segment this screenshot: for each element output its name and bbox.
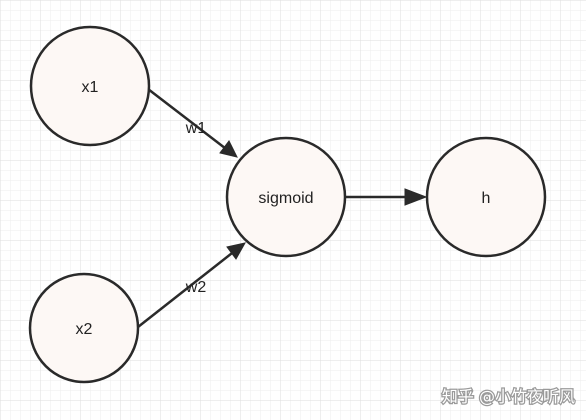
edge-x1-sigmoid xyxy=(147,88,235,156)
node-x2: x2 xyxy=(28,272,140,384)
arrowhead-x1-sigmoid xyxy=(219,140,238,158)
watermark: 知乎 @小竹夜听风 xyxy=(442,387,575,406)
node-label-x2: x2 xyxy=(76,321,93,338)
edge-label-w2: w2 xyxy=(185,279,207,296)
edge-x2-sigmoid xyxy=(137,245,242,328)
arrowhead-x2-sigmoid xyxy=(226,242,246,260)
node-sigmoid: sigmoid xyxy=(225,136,347,258)
node-label-x1: x1 xyxy=(82,79,99,96)
edge-label-w1: w1 xyxy=(185,120,207,137)
node-x1: x1 xyxy=(29,25,151,147)
node-label-h: h xyxy=(482,190,491,207)
arrowhead-sigmoid-h xyxy=(404,188,428,206)
node-label-sigmoid: sigmoid xyxy=(258,190,313,207)
node-h: h xyxy=(425,136,547,258)
